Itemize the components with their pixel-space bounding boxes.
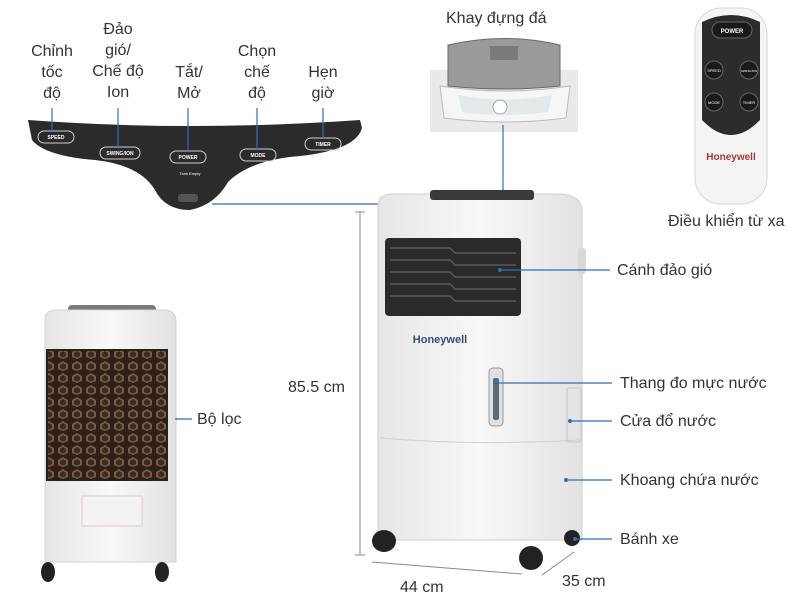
dimension-lines (355, 211, 575, 576)
unit-brand: Honeywell (413, 334, 467, 346)
panel-label-swing: SWING/ION (106, 151, 134, 157)
label-ice-tray: Khay đựng đá (446, 10, 547, 27)
remote-timer-label: TIMER (743, 100, 756, 105)
remote-mode-label: MODE (708, 100, 720, 105)
control-label-power: Tắt/Mở (175, 64, 203, 102)
label-remote: Điều khiển từ xa (668, 213, 785, 230)
label-height: 85.5 cm (288, 379, 345, 396)
unit-leader-lines (496, 269, 612, 540)
label-water-door: Cửa đổ nước (620, 413, 716, 430)
label-width: 44 cm (400, 579, 444, 596)
panel-label-speed: SPEED (48, 135, 65, 141)
panel-label-power: POWER (179, 155, 198, 161)
panel-label-mode: MODE (251, 153, 267, 159)
remote-power-label: POWER (721, 29, 744, 35)
label-filter: Bộ lọc (197, 411, 242, 428)
filter-panel (46, 349, 168, 481)
label-wheels: Bánh xe (620, 531, 679, 548)
panel-button-mode: MODE (239, 148, 277, 162)
remote-speed-label: SPEED (707, 68, 721, 73)
remote-control-image: POWER SPEED SWING/ION MODE TIMER Honeywe… (694, 7, 768, 205)
remote-brand: Honeywell (706, 152, 756, 163)
panel-button-swing: SWING/ION (99, 146, 141, 160)
ice-tray-image (430, 38, 578, 132)
main-unit-image: Honeywell (372, 190, 586, 570)
back-view-image (41, 305, 177, 582)
label-louver: Cánh đảo gió (617, 262, 713, 279)
panel-indicator (178, 194, 198, 202)
control-panel: SPEED SWING/ION POWER MODE TIMER Tank Em… (28, 108, 452, 210)
panel-label-timer: TIMER (315, 142, 331, 148)
label-water-gauge: Thang đo mực nước (620, 375, 767, 392)
label-depth: 35 cm (562, 573, 606, 590)
label-tank: Khoang chứa nước (620, 472, 759, 489)
panel-tank-empty: Tank Empty (180, 171, 201, 176)
control-leader-lines (51, 108, 324, 151)
panel-button-speed: SPEED (37, 130, 75, 144)
remote-swing-label: SWING/ION (741, 69, 757, 73)
